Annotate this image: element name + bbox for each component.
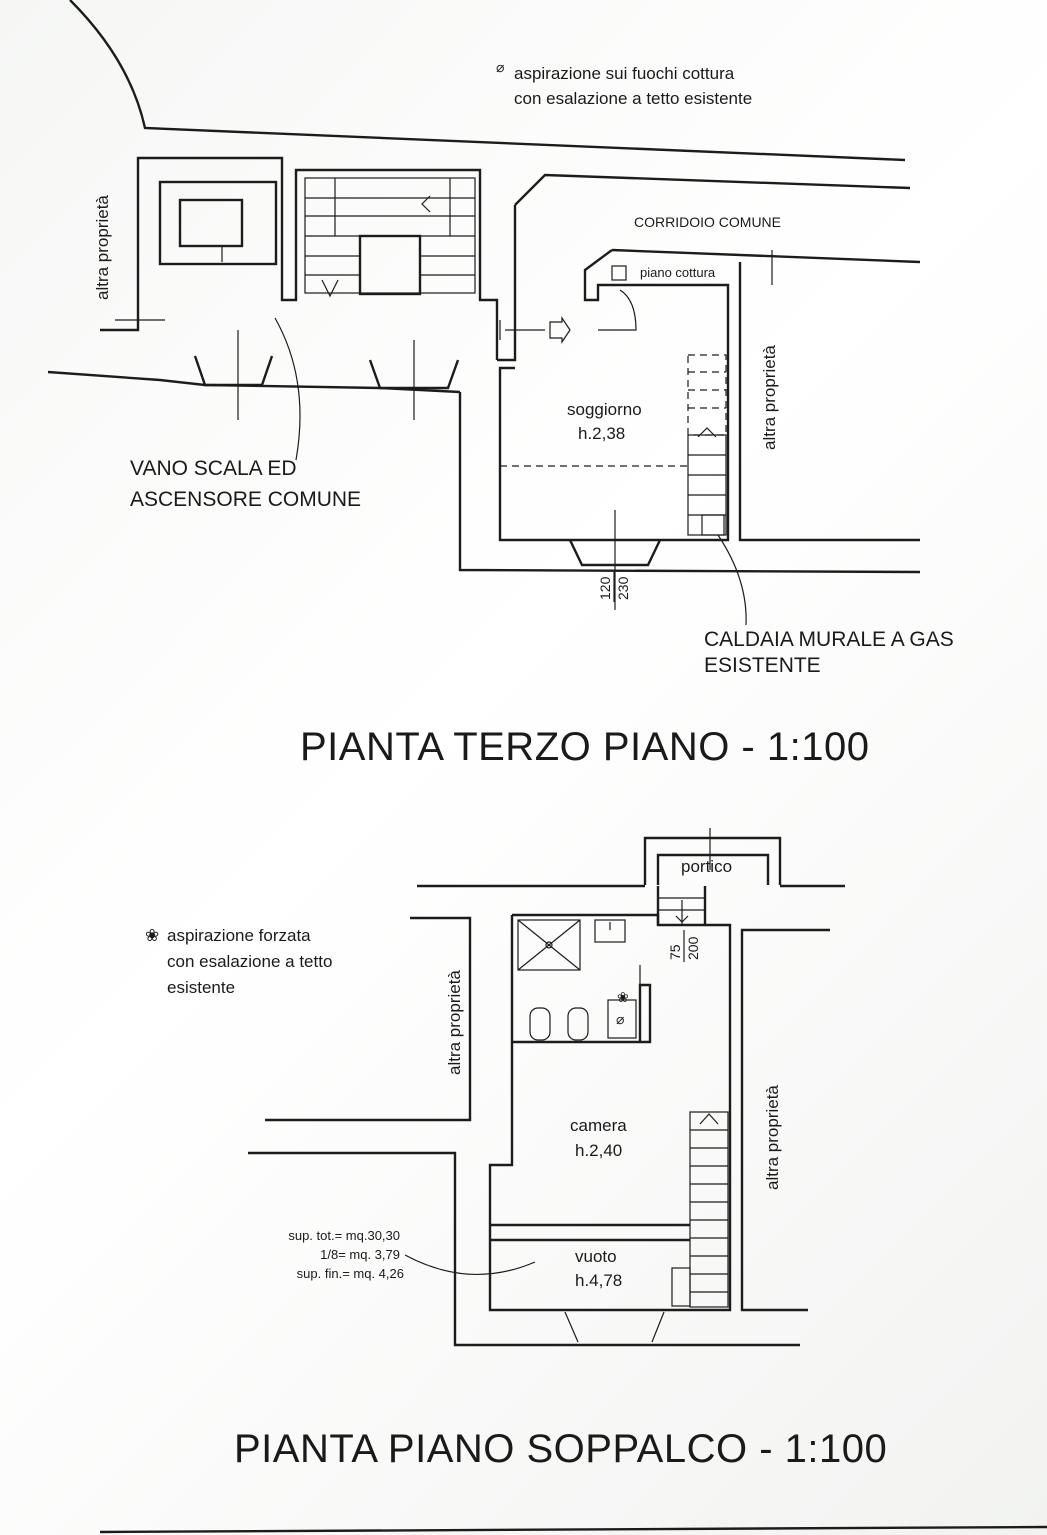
entry-stair (658, 897, 705, 925)
fuochi-symbol-icon: ⌀ (496, 59, 504, 75)
entry-door-line (499, 320, 545, 340)
note-line-1: aspirazione sui fuochi cottura (514, 64, 735, 83)
other-property-left-label: altra proprietà (93, 195, 112, 300)
portico-label: portico (681, 857, 732, 876)
other-property-right-label: altra proprietà (763, 1085, 782, 1190)
void-balustrade (490, 1223, 690, 1242)
stair-label-leader (274, 317, 301, 461)
dim-bottom: 200 (685, 936, 701, 960)
window-dim-top: 120 (597, 576, 613, 600)
right-neighbour-wall (740, 928, 830, 1312)
window-dim-bottom: 230 (615, 576, 631, 600)
shower-tray (517, 919, 581, 971)
apartment-entry-wall (497, 205, 517, 362)
fan-note-symbol-icon: ❀ (145, 926, 159, 945)
bidet (529, 1007, 551, 1041)
sink (594, 919, 626, 943)
apartment-walls (498, 249, 730, 542)
void-name: vuoto (575, 1247, 617, 1266)
corridor-top-wall (514, 173, 911, 206)
sheet-bottom-edge (99, 1525, 1047, 1534)
corridor-label: CORRIDOIO COMUNE (634, 214, 781, 230)
note-line-2: con esalazione a tetto esistente (514, 89, 752, 108)
room-height-soggiorno: h.2,38 (578, 424, 625, 443)
third-floor-plan: ⌀ aspirazione sui fuochi cottura con esa… (47, 0, 954, 769)
entry-arrow-icon (549, 316, 571, 344)
internal-stair (687, 354, 727, 536)
mezzanine-title: PIANTA PIANO SOPPALCO - 1:100 (234, 1427, 887, 1471)
entry-door-swing (598, 289, 637, 331)
elevator-cab (178, 198, 244, 248)
boiler-label-line-1: CALDAIA MURALE A GAS (704, 628, 954, 651)
elevator-shaft-outer (158, 180, 278, 266)
boiler-box (607, 999, 637, 1039)
mezzanine-plan: portico ⌀ ❀ 75 200 (145, 828, 887, 1471)
room-height-camera: h.2,40 (575, 1141, 622, 1160)
note-line-3: esistente (167, 978, 235, 997)
bottom-outer-wall (458, 392, 921, 574)
apartment-walls (488, 913, 732, 1312)
window-lines (564, 1311, 665, 1343)
window-left (193, 355, 274, 387)
stair-label-line-1: VANO SCALA ED (130, 457, 297, 480)
dim-top: 75 (667, 944, 683, 960)
left-neighbour-wall (265, 916, 472, 1122)
area-line-2: 1/8= mq. 3,79 (320, 1247, 400, 1262)
portico-inner (656, 853, 770, 885)
bottom-left-wall (248, 1151, 800, 1347)
void-height: h.4,78 (575, 1271, 622, 1290)
shower-drain (545, 941, 553, 949)
other-property-left-label: altra proprietà (445, 970, 464, 1075)
common-stair (304, 177, 476, 298)
stair-block-walls (100, 156, 499, 360)
room-name-camera: camera (570, 1116, 627, 1135)
extract-symbol-icon: ⌀ (616, 1011, 624, 1027)
corridor-bottom-wall (611, 248, 921, 264)
fan-symbol-icon: ❀ (617, 989, 629, 1005)
other-property-right-label: altra proprietà (760, 345, 779, 450)
third-floor-title: PIANTA TERZO PIANO - 1:100 (300, 725, 869, 769)
boiler-leader (717, 534, 747, 626)
portico-outer (643, 836, 782, 885)
area-line-3: sup. fin.= mq. 4,26 (297, 1266, 404, 1281)
cooktop-label: piano cottura (640, 265, 716, 280)
room-name-soggiorno: soggiorno (567, 400, 642, 419)
note-line-1: aspirazione forzata (167, 926, 311, 945)
area-line-1: sup. tot.= mq.30,30 (288, 1228, 400, 1243)
street-edge-line (69, 0, 906, 162)
area-leader (404, 1254, 536, 1275)
boiler-label-line-2: ESISTENTE (704, 654, 821, 677)
internal-stair (671, 1111, 729, 1308)
wc (567, 1007, 589, 1041)
right-neighbour-wall (738, 262, 920, 542)
shower-line-2 (517, 919, 581, 971)
cooktop-extract-icon (611, 265, 627, 281)
note-line-2: con esalazione a tetto (167, 952, 332, 971)
stair-label-line-2: ASCENSORE COMUNE (130, 488, 361, 511)
